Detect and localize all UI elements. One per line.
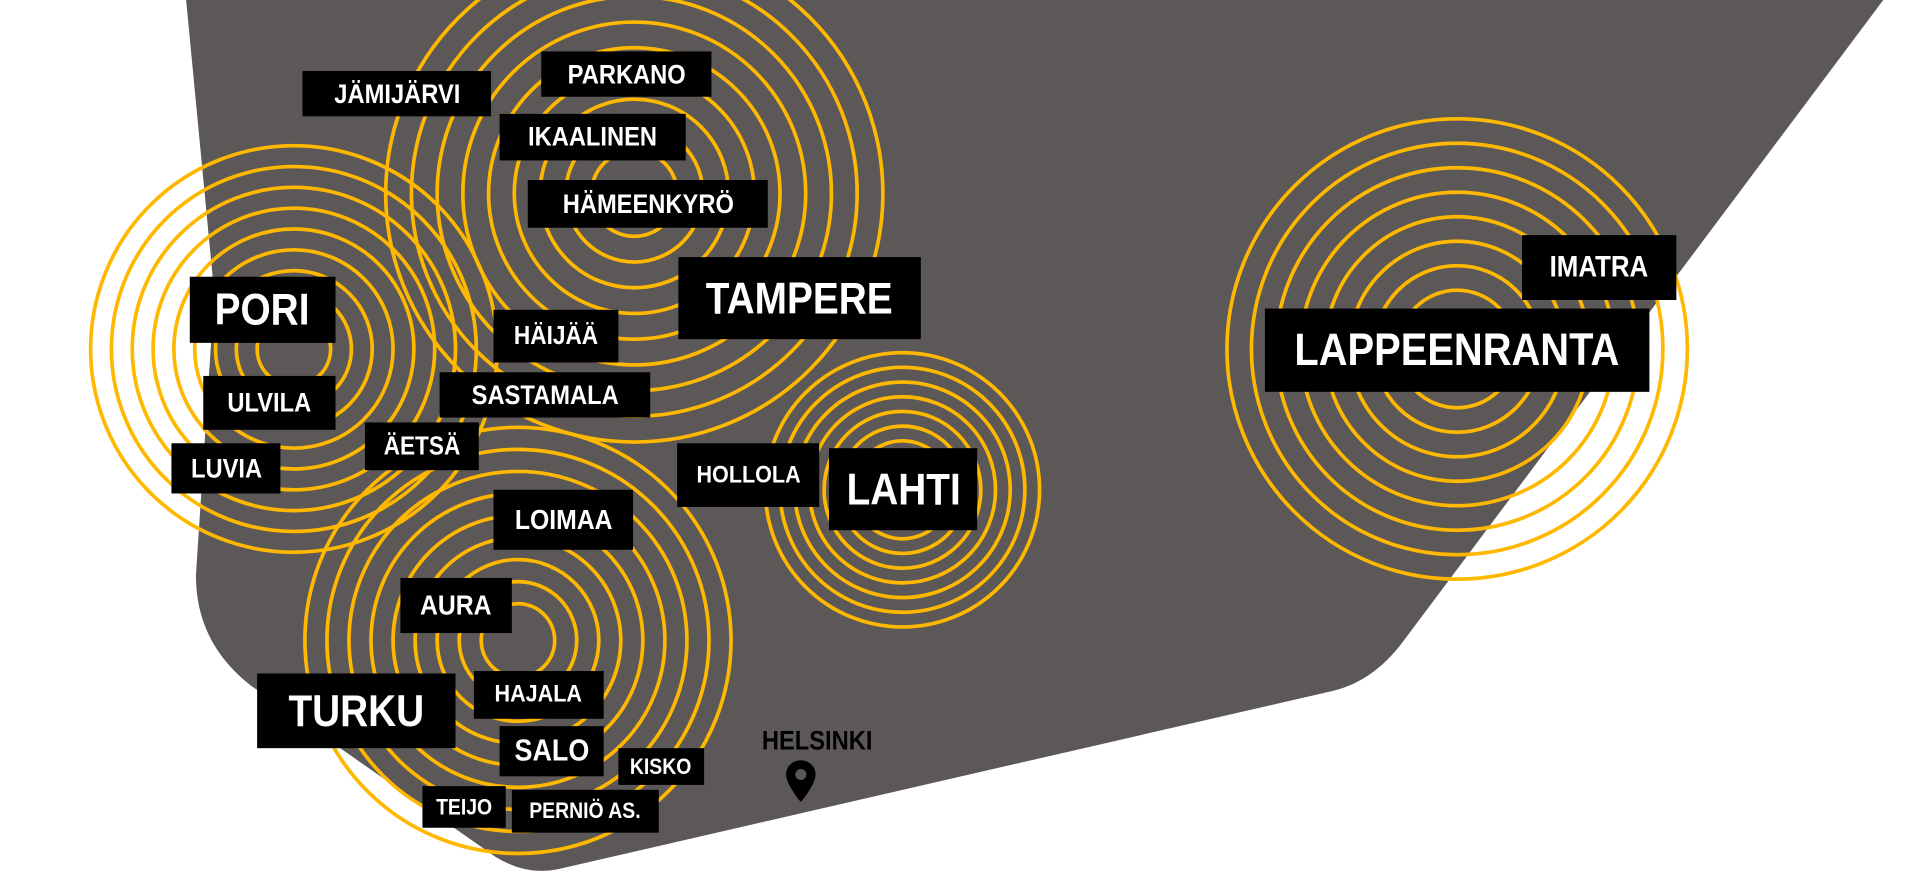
city-name: PARKANO	[567, 58, 686, 89]
city-name: HÄIJÄÄ	[513, 321, 599, 350]
city-label-haijaa[interactable]: HÄIJÄÄ	[493, 309, 619, 363]
city-name: JÄMIJÄRVI	[333, 77, 460, 109]
helsinki-marker-label: HELSINKI	[742, 725, 891, 757]
coverage-ring-turku	[435, 557, 601, 724]
city-name: KISKO	[630, 753, 692, 779]
coverage-ring-turku	[303, 425, 733, 856]
city-label-aetsa[interactable]: ÄETSÄ	[364, 422, 479, 471]
coverage-ring-pori	[130, 185, 458, 513]
city-label-ikaalinen[interactable]: IKAALINEN	[499, 113, 686, 161]
city-label-pernio[interactable]: PERNIÖ AS.	[511, 789, 659, 833]
city-label-aura[interactable]: AURA	[400, 577, 512, 634]
city-label-lahti[interactable]: LAHTI	[828, 448, 978, 531]
coverage-ring-lappeenranta	[1249, 141, 1665, 557]
coverage-ring-lappeenranta	[1225, 116, 1690, 582]
city-label-sastamala[interactable]: SASTAMALA	[439, 372, 651, 418]
city-name: ULVILA	[227, 386, 312, 418]
city-label-tampere[interactable]: TAMPERE	[678, 257, 921, 340]
map-pin-icon[interactable]	[784, 759, 818, 803]
coverage-ring-pori	[172, 227, 416, 471]
city-name: HAJALA	[495, 680, 583, 708]
city-name: SASTAMALA	[471, 378, 619, 410]
city-name: LUVIA	[190, 452, 262, 484]
city-label-pori[interactable]: PORI	[189, 276, 336, 343]
city-label-imatra[interactable]: IMATRA	[1522, 235, 1677, 301]
city-name: TEIJO	[436, 794, 493, 819]
city-label-jamijarvi[interactable]: JÄMIJÄRVI	[302, 71, 492, 117]
coverage-ring-pori	[192, 247, 395, 451]
city-label-lappeenranta[interactable]: LAPPEENRANTA	[1264, 308, 1650, 392]
city-name: SALO	[514, 733, 590, 768]
city-label-parkano[interactable]: PARKANO	[541, 51, 712, 97]
coverage-ring-tampere	[461, 20, 808, 367]
city-label-hollola[interactable]: HOLLOLA	[677, 443, 820, 507]
city-label-salo[interactable]: SALO	[499, 726, 604, 777]
city-label-teijo[interactable]: TEIJO	[422, 786, 506, 828]
city-name: PORI	[215, 284, 311, 335]
city-name: ÄETSÄ	[383, 431, 461, 460]
coverage-ring-tampere	[383, 0, 885, 444]
city-name: LAHTI	[845, 463, 961, 514]
city-name: HOLLOLA	[696, 461, 801, 488]
city-name: LOIMAA	[514, 503, 613, 536]
city-name: PERNIÖ AS.	[529, 798, 641, 823]
city-name: TAMPERE	[706, 272, 893, 323]
city-label-kisko[interactable]: KISKO	[618, 748, 705, 785]
city-name: TURKU	[288, 685, 425, 736]
coverage-ring-pori	[151, 206, 437, 492]
city-label-ulvila[interactable]: ULVILA	[203, 375, 336, 430]
city-label-hajala[interactable]: HAJALA	[473, 671, 604, 719]
city-label-hameenkyro[interactable]: HÄMEENKYRÖ	[527, 180, 768, 228]
city-name: IKAALINEN	[528, 121, 658, 152]
city-label-loimaa[interactable]: LOIMAA	[493, 489, 634, 550]
city-name: HÄMEENKYRÖ	[562, 187, 734, 219]
coverage-ring-lahti	[822, 409, 983, 571]
city-label-turku[interactable]: TURKU	[257, 673, 456, 749]
city-name: AURA	[420, 588, 492, 621]
city-name: LAPPEENRANTA	[1294, 324, 1620, 375]
marker-text: HELSINKI	[761, 724, 873, 756]
coverage-ring-tampere	[486, 45, 782, 342]
city-label-luvia[interactable]: LUVIA	[171, 443, 281, 494]
city-name: IMATRA	[1549, 250, 1649, 284]
